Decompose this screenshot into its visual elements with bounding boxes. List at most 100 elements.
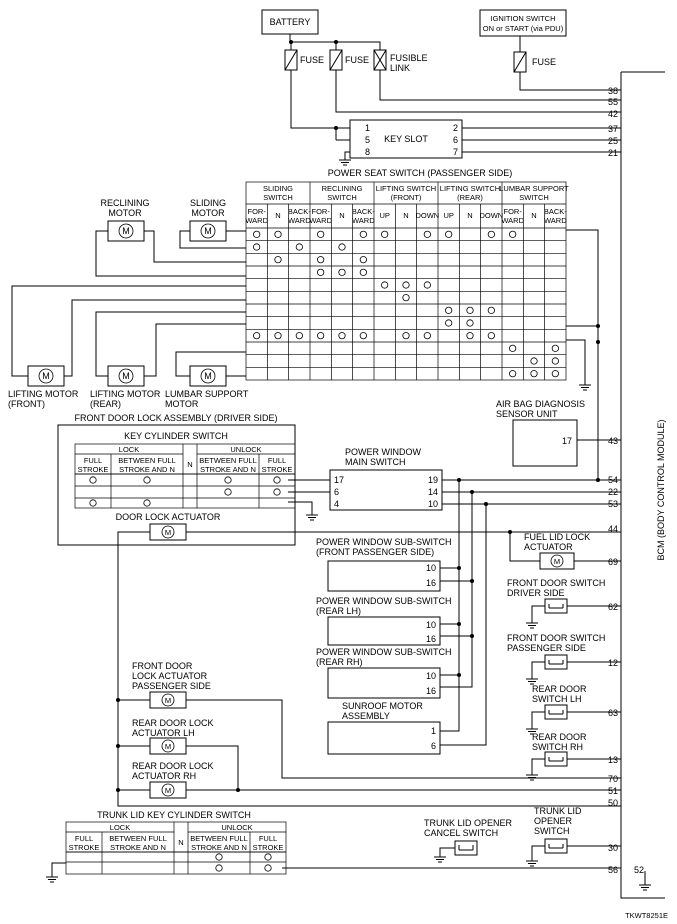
pw-sub-rlh-pin-10: 10 bbox=[426, 620, 436, 630]
key-table-col-label: STROKE AND N bbox=[200, 465, 256, 474]
seat-contact-mark bbox=[253, 243, 261, 251]
seat-group-label: (REAR) bbox=[457, 193, 483, 202]
seat-contact-mark bbox=[466, 332, 474, 340]
airbag-label-2: SENSOR UNIT bbox=[496, 409, 558, 419]
sunroof-pin-6: 6 bbox=[431, 741, 436, 751]
trunk-table-col-label: BETWEEN FULL bbox=[109, 834, 167, 843]
rear-door-lock-actuator-lh: REAR DOOR LOCK ACTUATOR LH M bbox=[132, 718, 214, 755]
bcm-pin-12: 12 bbox=[608, 658, 618, 668]
pw-main-pin-10: 10 bbox=[428, 499, 438, 509]
seat-col-label: DOWN bbox=[415, 211, 439, 220]
fds-pass-label-2: PASSENGER SIDE bbox=[507, 643, 586, 653]
battery: BATTERY bbox=[261, 9, 319, 35]
seat-col-label: FOR- bbox=[311, 207, 330, 216]
fdla-pass-label-3: PASSENGER SIDE bbox=[132, 681, 211, 691]
fuel-lid-lock-actuator: FUEL LID LOCK ACTUATOR M bbox=[524, 532, 590, 570]
lifting-motor-rear-icon: M bbox=[122, 371, 130, 381]
trunk-opener-label-1: TRUNK LID bbox=[534, 806, 582, 816]
seat-contact-mark bbox=[402, 294, 410, 302]
ignition-switch: IGNITION SWITCH ON or START (via PDU) bbox=[479, 9, 567, 37]
seat-group-label: LIFTING SWITCH bbox=[440, 184, 500, 193]
pw-main-pin-14: 14 bbox=[428, 487, 438, 497]
power-window-sub-switch-rear-rh: POWER WINDOW SUB-SWITCH (REAR RH) 10 16 bbox=[316, 647, 452, 699]
seat-contact-mark bbox=[253, 230, 261, 238]
key-table-col-label: FULL bbox=[268, 456, 286, 465]
key-table-col-label: BETWEEN FULL bbox=[118, 456, 176, 465]
fuse-ignition-label: FUSE bbox=[532, 57, 556, 67]
fuel-lid-label-2: ACTUATOR bbox=[524, 542, 573, 552]
pw-main-label-1: POWER WINDOW bbox=[345, 447, 421, 457]
pw-sub-rlh-label-1: POWER WINDOW SUB-SWITCH bbox=[316, 596, 452, 606]
bcm-label: BCM (BODY CONTROL MODULE) bbox=[656, 419, 666, 560]
trunk-opener-label-3: SWITCH bbox=[534, 826, 570, 836]
fusible-link-label-1: FUSIBLE bbox=[390, 53, 428, 63]
seat-contact-mark bbox=[295, 332, 303, 340]
bcm-pin-69: 69 bbox=[608, 557, 618, 567]
key-table-col-label: STROKE AND N bbox=[119, 465, 175, 474]
key-slot-pin-6: 6 bbox=[453, 135, 458, 145]
seat-group-label: LUMBAR SUPPORT bbox=[499, 184, 569, 193]
trunk-lid-opener-switch: TRUNK LID OPENER SWITCH bbox=[534, 806, 582, 854]
trunk-opener-label-2: OPENER bbox=[534, 816, 573, 826]
fuse-ignition: FUSE bbox=[513, 51, 556, 73]
seat-col-label: WARD bbox=[309, 216, 332, 225]
seat-col-label: FOR- bbox=[503, 207, 522, 216]
rdla-rh-motor-icon: M bbox=[165, 786, 171, 795]
trunk-table-contact-mark bbox=[215, 853, 223, 861]
trunk-cancel-label-2: CANCEL SWITCH bbox=[424, 828, 498, 838]
bcm-pin-25: 25 bbox=[608, 136, 618, 146]
airbag-label-1: AIR BAG DIAGNOSIS bbox=[496, 399, 585, 409]
fusible-link-label-2: LINK bbox=[390, 63, 410, 73]
rdla-lh-label-1: REAR DOOR LOCK bbox=[132, 718, 214, 728]
pw-main-pin-4: 4 bbox=[334, 499, 339, 509]
bcm-pin-43: 43 bbox=[608, 436, 618, 446]
bcm-pin-37: 37 bbox=[608, 124, 618, 134]
bcm-pin-62: 62 bbox=[608, 602, 618, 612]
fuse-1-label: FUSE bbox=[300, 55, 324, 65]
key-slot-pin-8: 8 bbox=[365, 147, 370, 157]
seat-col-label: N bbox=[467, 211, 472, 220]
key-table-col-label: BETWEEN FULL bbox=[199, 456, 257, 465]
rdla-lh-label-2: ACTUATOR LH bbox=[132, 728, 195, 738]
reclining-motor: RECLINING MOTOR M bbox=[100, 198, 150, 242]
front-door-lock-assembly: FRONT DOOR LOCK ASSEMBLY (DRIVER SIDE) K… bbox=[57, 413, 296, 546]
trunk-table-contact-mark bbox=[264, 864, 272, 872]
seat-col-label: BACK- bbox=[352, 207, 375, 216]
bcm-pin-50: 50 bbox=[608, 798, 618, 808]
figure-code: TKWT8251E bbox=[625, 911, 668, 920]
lifting-motor-front: M LIFTING MOTOR (FRONT) bbox=[8, 365, 79, 409]
key-table-contact-mark bbox=[224, 476, 232, 484]
seat-contact-mark bbox=[338, 243, 346, 251]
seat-contact-mark bbox=[551, 370, 559, 378]
seat-contact-mark bbox=[487, 306, 495, 314]
rds-lh-label-2: SWITCH LH bbox=[532, 694, 582, 704]
pw-sub-rrh-pin-16: 16 bbox=[426, 686, 436, 696]
seat-contact-mark bbox=[445, 306, 453, 314]
seat-contact-mark bbox=[530, 357, 538, 365]
seat-contact-mark bbox=[381, 230, 389, 238]
key-table-contact-mark bbox=[143, 499, 151, 507]
lifting-motor-front-label-1: LIFTING MOTOR bbox=[8, 389, 79, 399]
seat-contact-mark bbox=[359, 332, 367, 340]
bcm-pin-55: 55 bbox=[608, 97, 618, 107]
seat-table-frame bbox=[245, 181, 567, 381]
rear-door-lock-actuator-rh: REAR DOOR LOCK ACTUATOR RH M bbox=[132, 761, 214, 799]
trunk-cancel-label-1: TRUNK LID OPENER bbox=[424, 818, 513, 828]
seat-col-label: BACK- bbox=[288, 207, 311, 216]
fdla-pass-label-2: LOCK ACTUATOR bbox=[132, 671, 208, 681]
lifting-motor-front-label-2: (FRONT) bbox=[8, 399, 45, 409]
bcm-pin-56: 56 bbox=[608, 865, 618, 875]
lumbar-support-motor: M LUMBAR SUPPORT MOTOR bbox=[165, 365, 249, 409]
seat-contact-mark bbox=[423, 230, 431, 238]
bcm-pin-63: 63 bbox=[608, 708, 618, 718]
bcm-pin-42: 42 bbox=[608, 109, 618, 119]
pw-sub-rlh-label-2: (REAR LH) bbox=[316, 606, 361, 616]
trunk-table-col-label: BETWEEN FULL bbox=[190, 834, 248, 843]
door-lock-actuator-icon: M bbox=[165, 528, 171, 537]
fds-driver-label-2: DRIVER SIDE bbox=[507, 588, 565, 598]
trunk-table-col-label: N bbox=[178, 838, 183, 847]
lifting-motor-rear: M LIFTING MOTOR (REAR) bbox=[90, 365, 161, 409]
